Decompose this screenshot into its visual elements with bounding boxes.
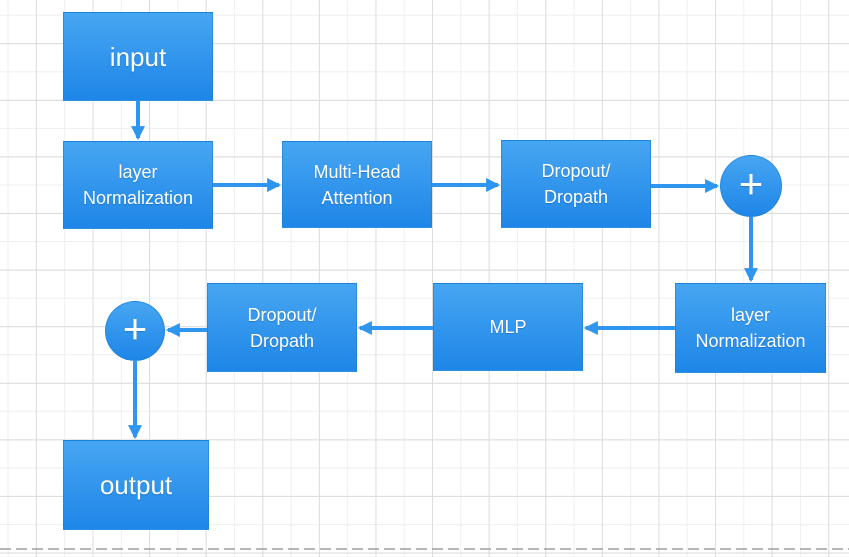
node-multi-head-attention-label: Multi-Head Attention xyxy=(313,161,401,208)
node-dropout-dropath-1-label: Dropout/ Dropath xyxy=(541,161,611,207)
node-multi-head-attention[interactable]: Multi-Head Attention xyxy=(282,141,432,228)
plus-icon: + xyxy=(738,160,764,207)
node-layer-normalization-1[interactable]: layer Normalization xyxy=(63,141,213,229)
node-mlp[interactable]: MLP xyxy=(433,283,583,371)
node-dropout-dropath-2[interactable]: Dropout/ Dropath xyxy=(207,283,357,372)
node-output-label: output xyxy=(99,470,173,500)
node-layer-normalization-2-label: layer Normalization xyxy=(695,305,806,351)
node-input-label: input xyxy=(109,41,167,72)
node-output[interactable]: output xyxy=(63,440,209,530)
node-dropout-dropath-2-label: Dropout/ Dropath xyxy=(247,304,317,351)
node-dropout-dropath-1[interactable]: Dropout/ Dropath xyxy=(501,140,651,228)
node-mlp-label: MLP xyxy=(489,317,527,337)
node-layer-normalization-1-label: layer Normalization xyxy=(82,162,194,208)
node-layer-normalization-2[interactable]: layer Normalization xyxy=(675,283,826,373)
node-input[interactable]: input xyxy=(63,12,213,101)
node-add-1[interactable]: + xyxy=(720,155,782,217)
node-add-2[interactable]: + xyxy=(105,301,165,361)
plus-icon: + xyxy=(122,305,148,352)
